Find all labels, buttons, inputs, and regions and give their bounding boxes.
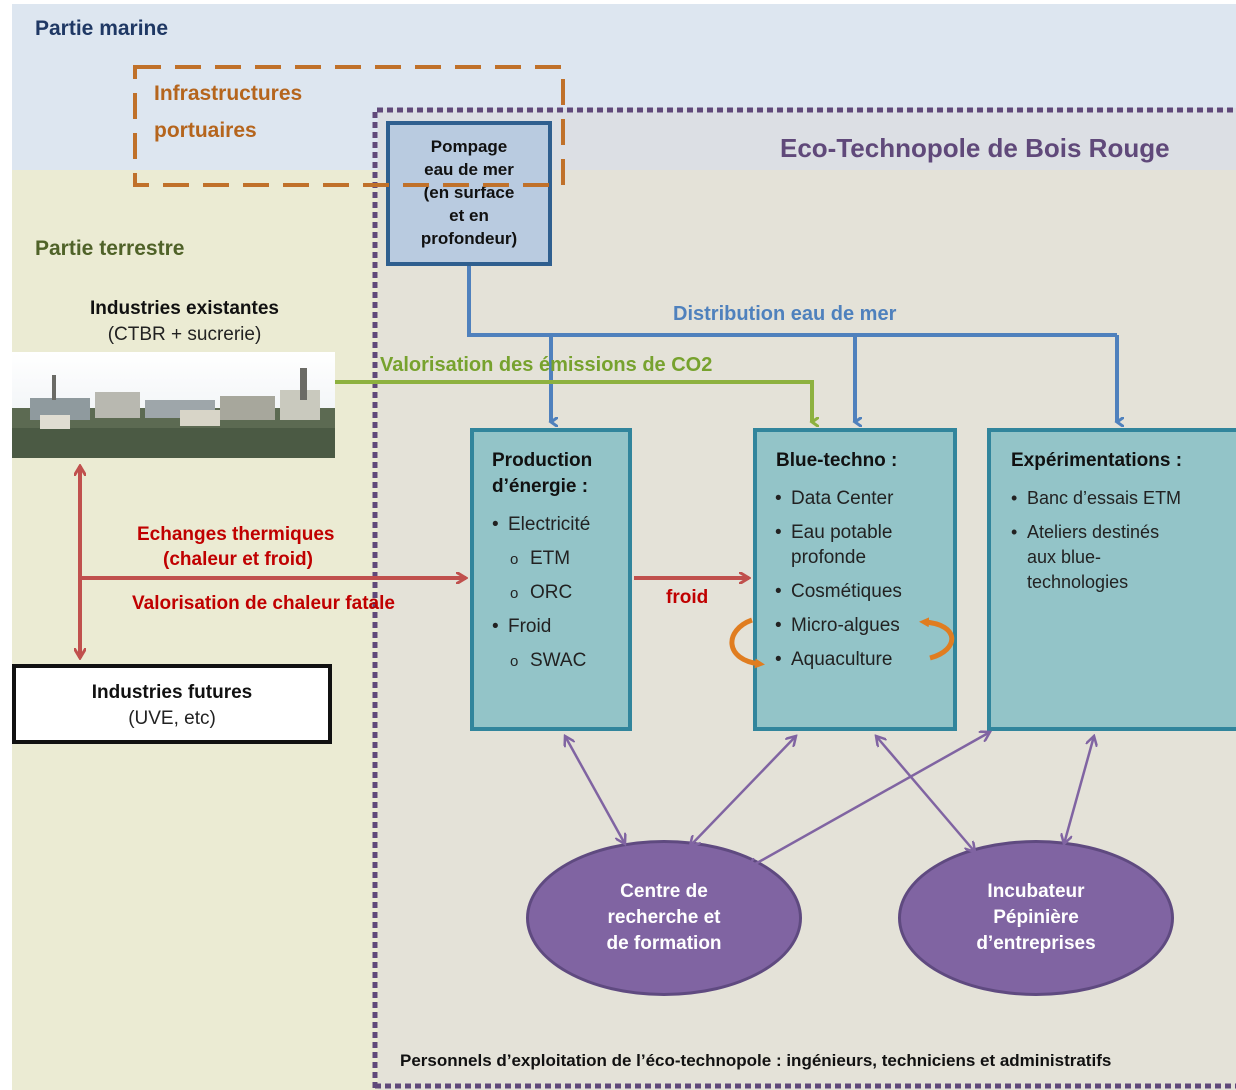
industries-futures-box: Industries futures (UVE, etc) (12, 664, 332, 744)
incubateur-ellipse: Incubateur Pépinière d’entreprises (898, 840, 1174, 996)
incubateur-line3: d’entreprises (976, 933, 1096, 954)
production-item-froid: Froid (490, 614, 630, 639)
footer-text: Personnels d’exploitation de l’éco-techn… (400, 1051, 1112, 1070)
pompage-line1: Pompage (430, 137, 508, 156)
pompage-line3: (en surface (423, 183, 515, 202)
ports-label-line1: Infrastructures (154, 82, 303, 105)
pompage-line2: eau de mer (424, 160, 514, 179)
incubateur-line2: Pépinière (993, 907, 1079, 928)
incubateur-line1: Incubateur (987, 881, 1085, 902)
pompage-line4: et en (449, 206, 489, 225)
centre-line3: de formation (606, 933, 722, 954)
co2-label: Valorisation des émissions de CO2 (380, 354, 713, 376)
experimentations-box: Expérimentations : Banc d’essais ETM Ate… (987, 428, 1236, 731)
industries-futures-title: Industries futures (91, 682, 253, 703)
experimentations-item-ateliers: Ateliers destinés aux blue-technologies (1009, 520, 1177, 595)
industries-futures-subtitle: (UVE, etc) (128, 708, 216, 729)
production-item-orc: ORC (490, 580, 630, 606)
experimentations-list: Banc d’essais ETM Ateliers destinés aux … (1009, 486, 1209, 604)
production-title-line1: Production (492, 450, 593, 471)
distribution-label: Distribution eau de mer (671, 303, 899, 326)
bluetechno-list: Data Center Eau potable profonde Cosméti… (773, 486, 953, 681)
chaleur-fatale-label: Valorisation de chaleur fatale (132, 593, 395, 614)
ports-label-line2: portuaires (154, 119, 257, 142)
froid-label: froid (666, 587, 709, 608)
pompage-box: Pompage eau de mer (en surface et en pro… (386, 121, 552, 266)
bluetechno-item-microalgues: Micro-algues (773, 613, 953, 638)
production-item-electricite: Electricité (490, 512, 630, 537)
centre-line2: recherche et (607, 907, 721, 928)
experimentations-item-banc: Banc d’essais ETM (1009, 486, 1209, 511)
marine-label: Partie marine (35, 17, 169, 40)
echanges-label-line1: Echanges thermiques (137, 524, 335, 545)
bluetechno-item-datacenter: Data Center (773, 486, 953, 511)
industries-existantes-title: Industries existantes (89, 298, 280, 319)
echanges-label-line2: (chaleur et froid) (163, 549, 313, 570)
industries-existantes-subtitle: (CTBR + sucrerie) (107, 324, 262, 345)
production-list: Electricité ETM ORC Froid SWAC (490, 512, 630, 682)
centre-ellipse: Centre de recherche et de formation (526, 840, 802, 996)
production-box: Production d’énergie : Electricité ETM O… (470, 428, 632, 731)
production-item-etm: ETM (490, 546, 630, 572)
centre-line1: Centre de (620, 881, 708, 902)
bluetechno-title: Blue-techno : (776, 450, 898, 471)
bluetechno-item-cosmetiques: Cosmétiques (773, 579, 953, 604)
production-title-line2: d’énergie : (492, 476, 589, 497)
technopole-title: Eco-Technopole de Bois Rouge (780, 133, 1170, 163)
experimentations-title: Expérimentations : (1011, 450, 1183, 471)
terrestre-label: Partie terrestre (35, 237, 185, 260)
production-item-swac: SWAC (490, 648, 630, 674)
bluetechno-box: Blue-techno : Data Center Eau potable pr… (753, 428, 957, 731)
bluetechno-item-aquaculture: Aquaculture (773, 647, 953, 672)
bluetechno-item-eau: Eau potable profonde (773, 520, 953, 570)
pompage-line5: profondeur) (420, 229, 518, 248)
